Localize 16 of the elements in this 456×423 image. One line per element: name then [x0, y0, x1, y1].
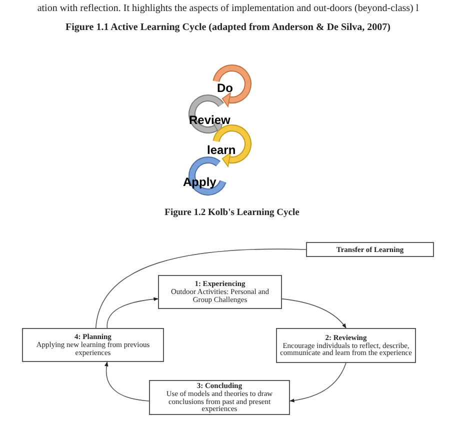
stage-box [276, 328, 416, 363]
step-label: learn [207, 144, 236, 156]
stage-box [149, 380, 290, 415]
step-label: Review [189, 114, 230, 126]
stage-box [22, 328, 164, 362]
curved-arrow [282, 298, 346, 328]
stage-box [158, 275, 282, 309]
stage-box [306, 242, 434, 257]
caption-text: Figure 1.1 Active Learning Cycle (adapted from Anderson & De Silva, 2007) [64, 21, 392, 35]
curved-arrow [290, 362, 346, 402]
caption-text: ation with reflection. It highlights the aspects of implementation and out-doors (beyond-class) l [36, 2, 420, 16]
step-label: Do [217, 82, 233, 94]
caption-text: Figure 1.2 Kolb's Learning Cycle [164, 207, 300, 220]
connector-line [95, 248, 306, 328]
curved-arrow [104, 362, 150, 402]
curved-arrow [106, 297, 158, 328]
